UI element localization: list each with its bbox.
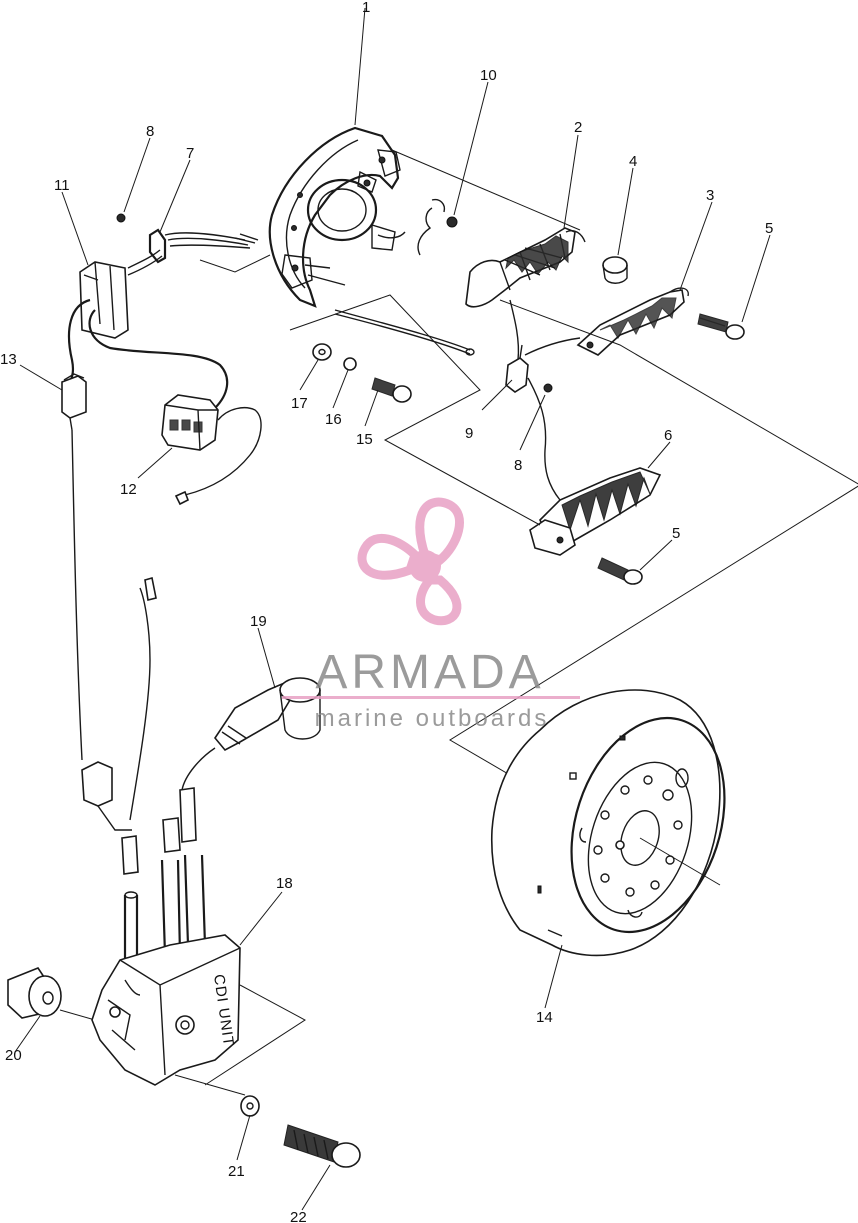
coil-assembly: [576, 287, 689, 356]
assembly-guides: [59, 149, 858, 1096]
cdi-unit-18: CDI UNIT: [81, 576, 241, 1086]
watermark-tagline: marine outboards: [315, 705, 550, 732]
watermark-brand: ARMADA: [315, 646, 544, 699]
charge-coil: [465, 227, 586, 308]
part-label-8-right: 8: [514, 457, 522, 474]
wire-clamp: [116, 213, 167, 264]
part-label-13: 13: [0, 351, 17, 368]
part-label-18: 18: [276, 875, 293, 892]
part-number-labels: 1 2 3 4 5 5 6 7 8 8 9 10 11 12 13 14 15 …: [0, 0, 773, 1223]
part-label-20: 20: [5, 1047, 22, 1064]
part-label-4: 4: [629, 153, 637, 170]
plug-cap-19: [181, 677, 321, 791]
part-label-19: 19: [250, 613, 267, 630]
part-label-15: 15: [356, 431, 373, 448]
part-label-21: 21: [228, 1163, 245, 1180]
watermark-underline: [282, 696, 580, 699]
connector-13: [61, 373, 87, 761]
terminal-9: [505, 344, 561, 501]
part-label-10: 10: [480, 67, 497, 84]
part-label-12: 12: [120, 481, 137, 498]
part-label-1: 1: [362, 0, 370, 16]
part-label-8-left: 8: [146, 123, 154, 140]
part-label-7: 7: [186, 145, 194, 162]
part-label-3: 3: [706, 187, 714, 204]
part-label-14: 14: [536, 1009, 553, 1026]
part-label-2: 2: [574, 119, 582, 136]
part-label-22: 22: [290, 1209, 307, 1223]
stator-base-plate: [268, 126, 406, 308]
armada-watermark: ARMADA marine outboards: [282, 497, 580, 732]
part-label-17: 17: [291, 395, 308, 412]
fasteners-20-22: [7, 967, 361, 1168]
lighting-coil-6: [529, 467, 662, 556]
part-label-5-upper: 5: [765, 220, 773, 237]
part-label-9: 9: [465, 425, 473, 442]
coupler-11: [68, 249, 229, 409]
part-label-16: 16: [325, 411, 342, 428]
stator-wiring: [164, 232, 581, 361]
bolt-upper: [697, 313, 745, 340]
bolt-lower: [597, 557, 643, 585]
rectifier-12: [161, 394, 262, 506]
part-label-6: 6: [664, 427, 672, 444]
part-label-11: 11: [54, 177, 70, 194]
fasteners-15-17: [312, 343, 412, 403]
leader-lines: [14, 7, 771, 1211]
screw-10: [417, 198, 458, 256]
part-label-5-lower: 5: [672, 525, 680, 542]
collar-spacer: [602, 256, 628, 284]
propeller-logo-icon: [357, 497, 464, 626]
flywheel-14: [490, 689, 726, 957]
